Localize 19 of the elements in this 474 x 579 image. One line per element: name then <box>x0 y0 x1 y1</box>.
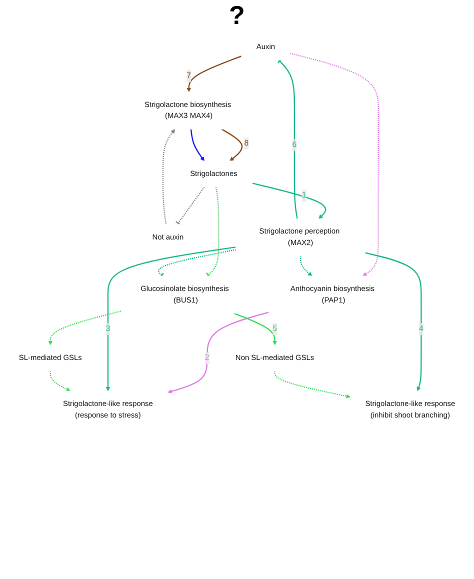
arrow <box>234 312 277 346</box>
arrow <box>106 246 236 392</box>
connector <box>175 186 205 226</box>
arrow <box>274 371 350 398</box>
connector <box>277 58 298 219</box>
connector <box>158 249 236 278</box>
arrow <box>365 252 422 392</box>
connector <box>206 186 220 278</box>
arrow <box>252 182 326 220</box>
arrow <box>50 371 71 392</box>
arrow <box>290 52 379 276</box>
arrow <box>300 256 312 276</box>
arrow <box>186 56 242 92</box>
arrow <box>221 128 243 162</box>
arrow <box>168 312 270 394</box>
arrow <box>162 128 176 225</box>
arrow <box>48 310 122 346</box>
question-mark: ? <box>229 0 245 30</box>
arrow <box>190 129 204 162</box>
